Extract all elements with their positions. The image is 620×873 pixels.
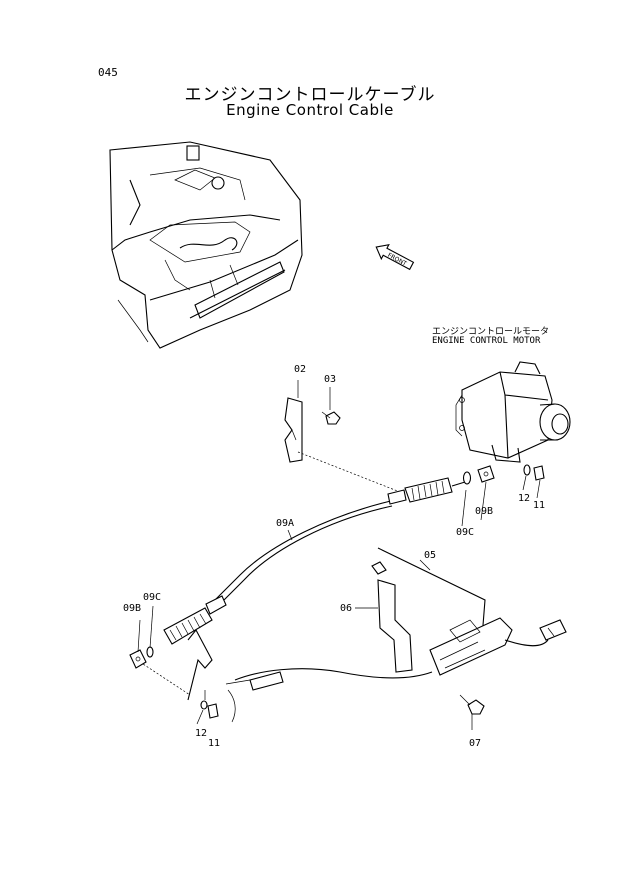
cable-lower bbox=[225, 668, 433, 723]
callout-11-upper: 11 bbox=[533, 500, 546, 511]
callout-09b-upper: 09B bbox=[475, 506, 494, 517]
bracket-02 bbox=[284, 380, 303, 463]
callout-02: 02 bbox=[294, 364, 307, 375]
bolt-07 bbox=[459, 694, 485, 730]
engine-control-motor-label-en: ENGINE CONTROL MOTOR bbox=[432, 336, 541, 346]
callout-09c-upper: 09C bbox=[456, 527, 475, 538]
cable-09a bbox=[163, 477, 466, 645]
callout-03: 03 bbox=[324, 374, 337, 385]
engine-control-motor-label-jp: エンジンコントロールモータ bbox=[432, 327, 550, 337]
page-number: 045 bbox=[98, 66, 118, 79]
machine-body-illustration bbox=[109, 141, 303, 349]
joint-hardware-upper bbox=[462, 464, 545, 485]
switch-assembly bbox=[429, 617, 567, 676]
callout-12-lower: 12 bbox=[195, 728, 208, 739]
bracket-06 bbox=[377, 579, 413, 673]
page-title-japanese: エンジンコントロールケーブル bbox=[184, 85, 436, 105]
callout-07: 07 bbox=[469, 738, 482, 749]
bolt-03 bbox=[321, 387, 341, 425]
callout-06: 06 bbox=[340, 603, 353, 614]
joint-hardware-lower bbox=[129, 629, 219, 719]
callout-09a: 09A bbox=[276, 518, 295, 529]
callout-11-lower: 11 bbox=[208, 738, 221, 749]
front-arrow: FRONT bbox=[375, 243, 415, 271]
callout-09b-lower: 09B bbox=[123, 603, 142, 614]
page-title-english: Engine Control Cable bbox=[226, 101, 394, 119]
callout-05: 05 bbox=[424, 550, 437, 561]
callout-09c-lower: 09C bbox=[143, 592, 162, 603]
callout-12-upper: 12 bbox=[518, 493, 531, 504]
engine-control-motor bbox=[455, 361, 571, 463]
